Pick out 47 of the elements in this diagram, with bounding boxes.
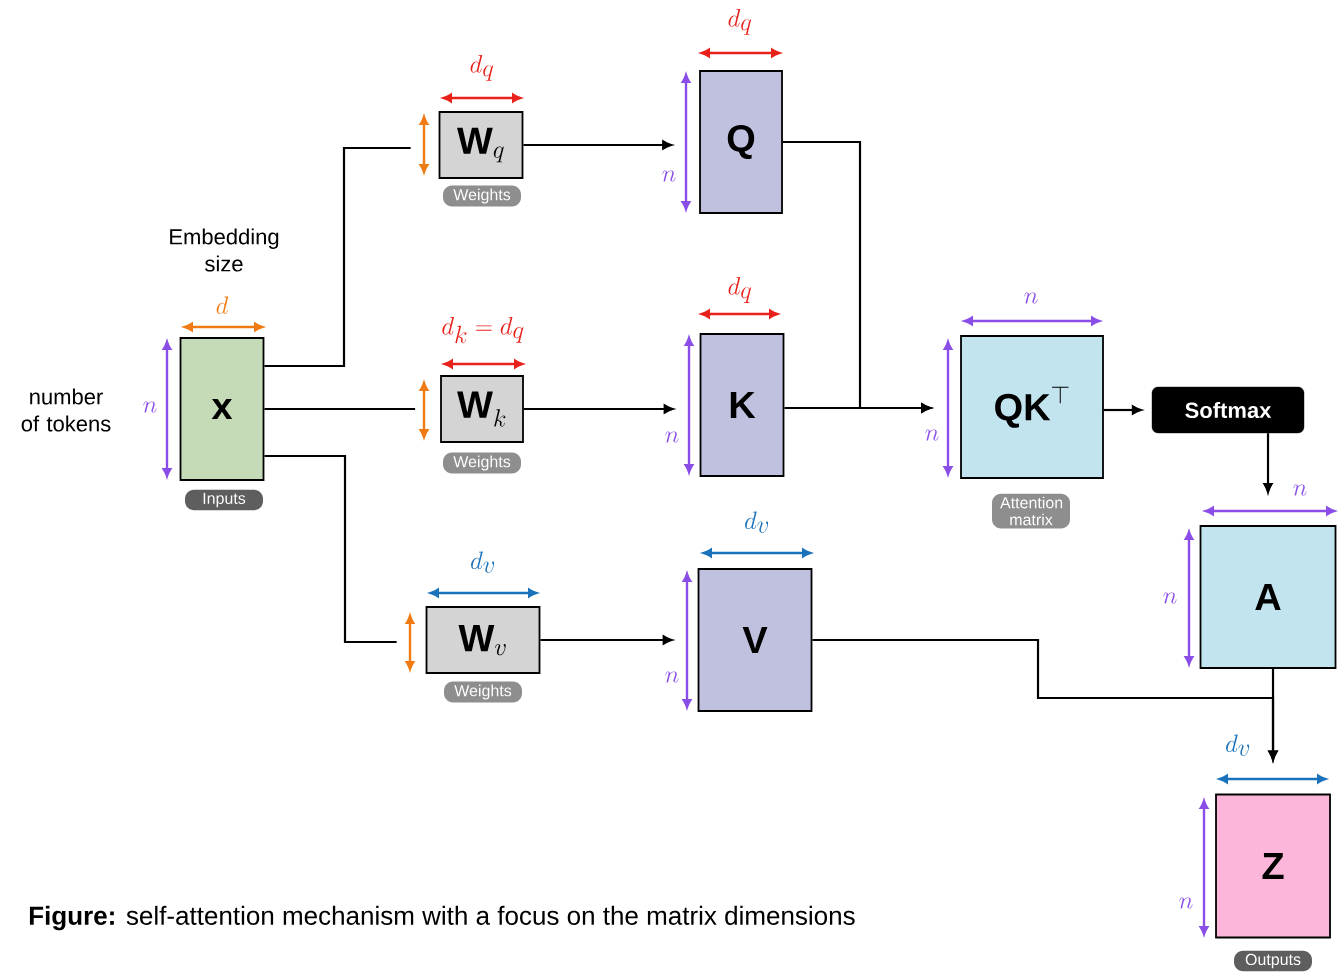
badge: Weights xyxy=(443,452,521,474)
badge: Attention matrix xyxy=(992,493,1070,529)
dimension-label: $d$ xyxy=(216,296,229,314)
badge: Inputs xyxy=(185,489,263,511)
arrow xyxy=(1263,433,1273,494)
matrix-box: $\mathbf{QK}^{\top}$ xyxy=(960,335,1104,479)
softmax-box: Softmax xyxy=(1151,386,1305,434)
dimension-label: $n$ xyxy=(665,671,679,683)
dimension-label: $n$ xyxy=(1293,484,1307,496)
axis-label: Embedding size xyxy=(170,228,279,272)
matrix-box: $\mathbf{W}_q$ xyxy=(438,111,524,179)
axis-label: number of tokens xyxy=(21,388,111,432)
dimension-label: $n$ xyxy=(1163,592,1177,604)
arrow xyxy=(523,404,674,414)
dimension-label: $d_v$ xyxy=(1226,734,1250,756)
badge: Weights xyxy=(443,185,521,207)
figure-caption: Figure: self-attention mechanism with a focus on the matrix dimensions xyxy=(29,905,855,931)
arrow xyxy=(523,140,673,150)
matrix-box: $\mathbf{V}$ xyxy=(697,568,813,712)
matrix-box: $\mathbf{A}$ xyxy=(1199,525,1337,669)
dimension-label: $d_k = d_q$ xyxy=(442,317,524,344)
arrow xyxy=(1103,405,1142,415)
dimension-label: $d_q$ xyxy=(470,55,494,81)
badge: Weights xyxy=(444,681,522,703)
dimension-label: $d_v$ xyxy=(471,551,495,573)
arrow xyxy=(540,635,673,645)
matrix-box: $\mathbf{W}_k$ xyxy=(440,375,524,443)
matrix-box: $\mathbf{x}$ xyxy=(179,337,265,481)
dimension-label: $d_q$ xyxy=(728,9,752,35)
dimension-label: $n$ xyxy=(143,401,157,413)
badge: Outputs xyxy=(1234,950,1312,972)
matrix-box: $\mathbf{W}_v$ xyxy=(425,606,541,674)
matrix-box: $\mathbf{Q}$ xyxy=(699,70,783,214)
connector-line xyxy=(264,454,397,644)
dimension-label: $n$ xyxy=(925,429,939,441)
dimension-label: $d_q$ xyxy=(728,277,752,303)
dimension-label: $d_v$ xyxy=(745,511,769,533)
connector-line xyxy=(264,146,411,368)
dimension-label: $n$ xyxy=(665,431,679,443)
matrix-box: $\mathbf{K}$ xyxy=(699,333,785,477)
dimension-label: $n$ xyxy=(1024,292,1038,304)
arrow xyxy=(812,638,1278,761)
connector-line xyxy=(264,407,416,411)
dimension-label: $n$ xyxy=(1179,897,1193,909)
arrow xyxy=(784,403,932,413)
dimension-label: $n$ xyxy=(662,170,676,182)
matrix-box: $\mathbf{Z}$ xyxy=(1215,793,1331,939)
